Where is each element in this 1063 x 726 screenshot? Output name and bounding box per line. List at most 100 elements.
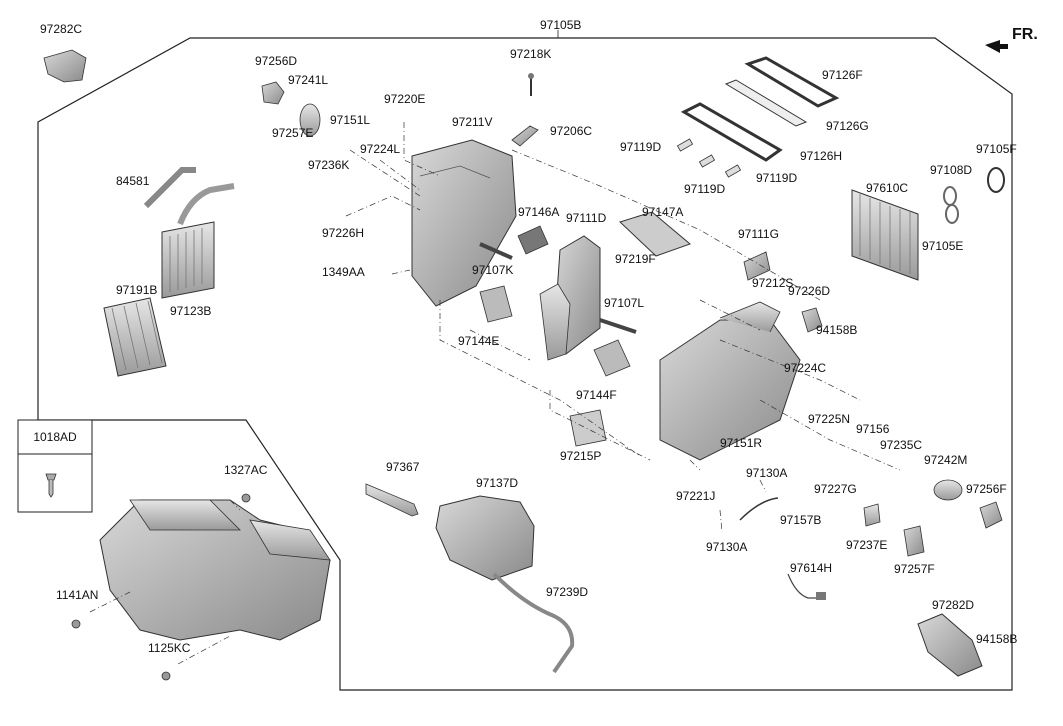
hose-97239D-shape bbox=[492, 572, 575, 674]
part-label-97256F: 97256F bbox=[966, 482, 1007, 496]
bracket-97367-shape bbox=[365, 483, 419, 517]
part-label-97126G: 97126G bbox=[826, 119, 869, 133]
cover-97111D-shape bbox=[539, 235, 601, 361]
part-label-97237E: 97237E bbox=[846, 538, 888, 552]
part-label-1125KC: 1125KC bbox=[148, 641, 191, 655]
part-label-94158B-b: 94158B bbox=[976, 632, 1018, 646]
door-97107-shape bbox=[479, 242, 637, 334]
inset-part-label: 1018AD bbox=[33, 430, 77, 444]
seal-97126G-shape bbox=[724, 79, 808, 127]
part-label-84581: 84581 bbox=[116, 174, 150, 188]
part-label-97241L: 97241L bbox=[288, 73, 329, 87]
filter-97147A-shape bbox=[619, 211, 691, 257]
pads-97119D-shape bbox=[676, 138, 742, 178]
assembly-lines bbox=[89, 122, 901, 665]
heater-core-97123B-shape bbox=[161, 221, 215, 299]
actuator-97226D-shape bbox=[801, 307, 823, 333]
part-label-97157B: 97157B bbox=[780, 513, 822, 527]
duct-97282D-shape bbox=[917, 613, 983, 677]
part-label-97218K: 97218K bbox=[510, 47, 552, 61]
part-label-97225N: 97225N bbox=[808, 412, 851, 426]
rings-97105-shape bbox=[943, 167, 1005, 224]
part-label-97126F: 97126F bbox=[822, 68, 863, 82]
actuator-97256D-shape bbox=[261, 81, 285, 105]
part-label-97614H: 97614H bbox=[790, 561, 833, 575]
part-label-97151R: 97151R bbox=[720, 436, 763, 450]
part-label-97257F: 97257F bbox=[894, 562, 935, 576]
part-label-97108D: 97108D bbox=[930, 163, 973, 177]
part-label-1141AN: 1141AN bbox=[56, 588, 99, 602]
screw-icon bbox=[45, 473, 57, 498]
part-label-97105B: 97105B bbox=[540, 18, 582, 32]
part-label-97282C: 97282C bbox=[40, 22, 83, 36]
part-label-97191B: 97191B bbox=[116, 283, 158, 297]
part-label-94158B-a: 94158B bbox=[816, 323, 858, 337]
bracket-97206C-shape bbox=[511, 125, 539, 147]
part-label-97130A-b: 97130A bbox=[706, 540, 748, 554]
part-label-97220E: 97220E bbox=[384, 92, 426, 106]
part-label-97147A: 97147A bbox=[642, 205, 684, 219]
part-label-97107L: 97107L bbox=[604, 296, 645, 310]
heater-97191B-shape bbox=[103, 297, 167, 377]
filter-97146A-shape bbox=[517, 225, 549, 255]
part-label-1327AC: 1327AC bbox=[224, 463, 268, 477]
part-label-97211V: 97211V bbox=[452, 115, 493, 129]
part-label-97119D-b: 97119D bbox=[684, 182, 726, 196]
hvac-assembly-shape bbox=[99, 499, 331, 641]
sensor-97614H-shape bbox=[787, 573, 826, 600]
bracket-97111G-shape bbox=[743, 251, 771, 281]
part-label-97144F: 97144F bbox=[576, 388, 617, 402]
part-label-97226D: 97226D bbox=[788, 284, 831, 298]
actuator-97282C-shape bbox=[43, 49, 87, 83]
part-label-97146A: 97146A bbox=[518, 205, 560, 219]
part-label-97111D: 97111D bbox=[566, 211, 607, 225]
part-label-97242M: 97242M bbox=[924, 453, 968, 467]
pipe-84581-shape bbox=[143, 167, 235, 226]
housing-left-shape bbox=[411, 139, 517, 307]
part-label-97137D: 97137D bbox=[476, 476, 519, 490]
part-label-97111G: 97111G bbox=[738, 227, 779, 241]
filters-97144-shape bbox=[479, 285, 631, 377]
front-arrow-icon bbox=[985, 40, 1008, 53]
part-label-97257E: 97257E bbox=[272, 126, 314, 140]
part-label-97226H: 97226H bbox=[322, 226, 365, 240]
seal-97126H-shape bbox=[680, 102, 783, 162]
part-label-97239D: 97239D bbox=[546, 585, 589, 599]
part-label-97235C: 97235C bbox=[880, 438, 923, 452]
part-label-97221J: 97221J bbox=[676, 489, 716, 503]
part-label-97224C: 97224C bbox=[784, 361, 827, 375]
part-label-97206C: 97206C bbox=[550, 124, 593, 138]
part-label-97119D-c: 97119D bbox=[756, 171, 798, 185]
assembly-boundary bbox=[37, 37, 1013, 691]
part-label-97215P: 97215P bbox=[560, 449, 602, 463]
wire-97157B-shape bbox=[739, 497, 779, 521]
seal-97126F-shape bbox=[744, 56, 840, 108]
part-label-97236K: 97236K bbox=[308, 158, 350, 172]
part-label-97212S: 97212S bbox=[752, 276, 794, 290]
front-direction-label: FR. bbox=[1012, 26, 1038, 43]
part-label-97367: 97367 bbox=[386, 460, 420, 474]
gear-97241L-shape bbox=[299, 103, 321, 137]
part-label-97105F: 97105F bbox=[976, 142, 1017, 156]
actuators-right-shape bbox=[863, 479, 1003, 557]
evaporator-97610C-shape bbox=[851, 189, 919, 281]
part-label-97282D: 97282D bbox=[932, 598, 975, 612]
filter-97215P-shape bbox=[569, 409, 607, 447]
part-label-97126H: 97126H bbox=[800, 149, 843, 163]
part-label-1349AA: 1349AA bbox=[322, 265, 365, 279]
part-label-97156: 97156 bbox=[856, 422, 890, 436]
part-label-97256D: 97256D bbox=[255, 54, 298, 68]
part-label-97144E: 97144E bbox=[458, 334, 500, 348]
part-label-97151L: 97151L bbox=[330, 113, 371, 127]
part-label-97219F: 97219F bbox=[615, 252, 656, 266]
part-label-97227G: 97227G bbox=[814, 482, 857, 496]
part-label-97610C: 97610C bbox=[866, 181, 909, 195]
case-97137D-shape bbox=[435, 495, 535, 581]
part-label-97130A-a: 97130A bbox=[746, 466, 788, 480]
housing-right-shape bbox=[659, 301, 801, 461]
part-label-97107K: 97107K bbox=[472, 263, 514, 277]
bolt-97218K-shape bbox=[528, 73, 534, 96]
inset-box bbox=[17, 419, 93, 513]
part-label-97105E: 97105E bbox=[922, 239, 964, 253]
